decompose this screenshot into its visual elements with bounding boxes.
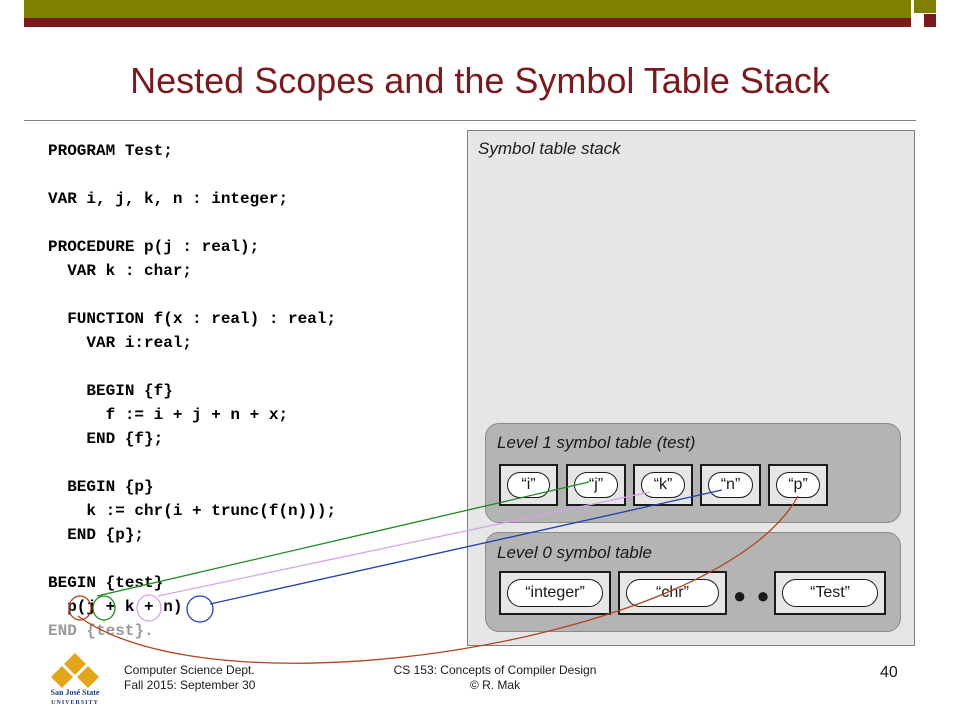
level1-title: Level 1 symbol table (test) xyxy=(497,433,696,452)
logo-line2: UNIVERSITY xyxy=(51,700,99,706)
level0-entry-chr: “chr” xyxy=(618,571,727,615)
header-bar-olive xyxy=(24,0,911,18)
code-line xyxy=(48,451,336,475)
code-line: PROGRAM Test; xyxy=(48,142,173,160)
code-line: PROCEDURE p(j : real); xyxy=(48,238,260,256)
code-line xyxy=(48,211,336,235)
footer-author: © R. Mak xyxy=(469,678,521,692)
slide-title: Nested Scopes and the Symbol Table Stack xyxy=(130,60,830,101)
code-line: VAR k : char; xyxy=(48,262,193,280)
footer-center: CS 153: Concepts of Compiler Design © R.… xyxy=(380,663,610,693)
code-line xyxy=(48,547,336,571)
code-line: FUNCTION f(x : real) : real; xyxy=(48,310,337,328)
header-bar xyxy=(24,0,911,27)
code-line: BEGIN {f} xyxy=(48,382,173,400)
entry-label: “k” xyxy=(641,472,685,498)
code-line: END {p}; xyxy=(48,526,145,544)
logo-line1: San José State xyxy=(51,688,100,697)
code-line xyxy=(48,163,336,187)
level1-entry-n: “n” xyxy=(700,464,761,506)
entry-label: “integer” xyxy=(507,579,603,607)
corner-decoration xyxy=(914,0,936,27)
entry-label: “j” xyxy=(574,472,618,498)
footer-course: CS 153: Concepts of Compiler Design xyxy=(393,663,597,677)
level1-entry-k: “k” xyxy=(633,464,693,506)
sjsu-logo: San José State UNIVERSITY xyxy=(51,653,100,706)
code-line: k := chr(i + trunc(f(n))); xyxy=(48,502,337,520)
level1-entry-j: “j” xyxy=(566,464,626,506)
entry-label: “Test” xyxy=(782,579,878,607)
code-line: VAR i, j, k, n : integer; xyxy=(48,190,289,208)
entry-label: “p” xyxy=(776,472,820,498)
code-line: p(j + k + n) xyxy=(48,598,183,616)
code-line: END {test}. xyxy=(48,622,154,640)
code-line: VAR i:real; xyxy=(48,334,193,352)
code-line: END {f}; xyxy=(48,430,164,448)
level0-title: Level 0 symbol table xyxy=(497,543,652,562)
entry-label: “i” xyxy=(507,472,550,498)
footer-left: Computer Science Dept. Fall 2015: Septem… xyxy=(124,663,255,693)
level1-entry-i: “i” xyxy=(499,464,558,506)
entry-label: “n” xyxy=(708,472,753,498)
level0-entry-test: “Test” xyxy=(774,571,886,615)
code-line xyxy=(48,283,336,307)
code-line: BEGIN {test} xyxy=(48,574,164,592)
level0-entry-integer: “integer” xyxy=(499,571,611,615)
entry-label: “chr” xyxy=(626,579,719,607)
footer-term: Fall 2015: September 30 xyxy=(124,678,256,692)
code-line xyxy=(48,355,336,379)
page-number: 40 xyxy=(880,664,898,681)
code-line: f := i + j + n + x; xyxy=(48,406,289,424)
code-listing: PROGRAM Test; VAR i, j, k, n : integer; … xyxy=(48,139,336,643)
header-bar-maroon xyxy=(24,18,911,27)
code-line: BEGIN {p} xyxy=(48,478,154,496)
symbol-table-stack-label: Symbol table stack xyxy=(478,139,621,158)
footer-dept: Computer Science Dept. xyxy=(124,663,255,677)
level1-entry-p: “p” xyxy=(768,464,828,506)
title-divider xyxy=(24,120,916,121)
